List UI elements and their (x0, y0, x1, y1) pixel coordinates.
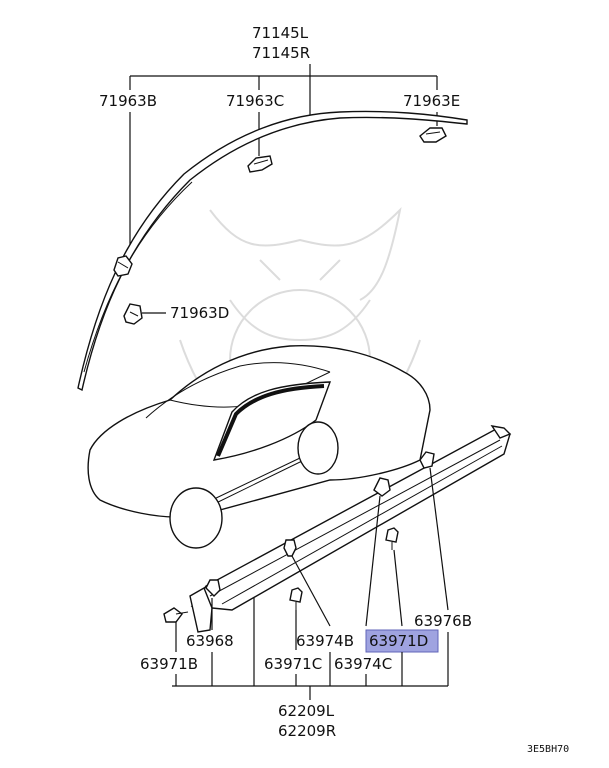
label-62209r: 62209R (278, 722, 336, 740)
clip-71963c-part (247, 155, 273, 173)
label-71963c: 71963C (226, 92, 284, 110)
car-outline (87, 345, 431, 549)
label-63971d: 63971D (369, 632, 428, 650)
top-group-leader-lines (129, 64, 438, 118)
label-71145l: 71145L (252, 24, 309, 42)
label-63974b: 63974B (296, 632, 354, 650)
fastener-leader-lines (175, 467, 449, 686)
diagram-code: 3E5BH70 (527, 744, 569, 755)
label-63971b: 63971B (140, 655, 198, 673)
clip-71963e-part (419, 127, 447, 143)
label-71963b: 71963B (99, 92, 157, 110)
fastener-63974c (373, 477, 391, 497)
label-63968: 63968 (186, 632, 234, 650)
label-63976b: 63976B (414, 612, 472, 630)
fastener-63971c (289, 587, 303, 610)
label-62209l: 62209L (278, 702, 335, 720)
label-71963e: 71963E (403, 92, 460, 110)
label-63971c: 63971C (264, 655, 322, 673)
fastener-63971b (163, 607, 189, 623)
fastener-63971d (385, 527, 399, 550)
label-63974c: 63974C (334, 655, 392, 673)
label-71145r: 71145R (252, 44, 310, 62)
fastener-63968 (205, 579, 221, 597)
clip-71963d-part (123, 303, 143, 325)
fastener-63976b (419, 451, 435, 469)
bottom-group-leader-lines (172, 632, 449, 700)
fastener-63974b (283, 539, 297, 557)
clip-71963b-part (113, 255, 133, 277)
label-71963d: 71963D (170, 304, 229, 322)
